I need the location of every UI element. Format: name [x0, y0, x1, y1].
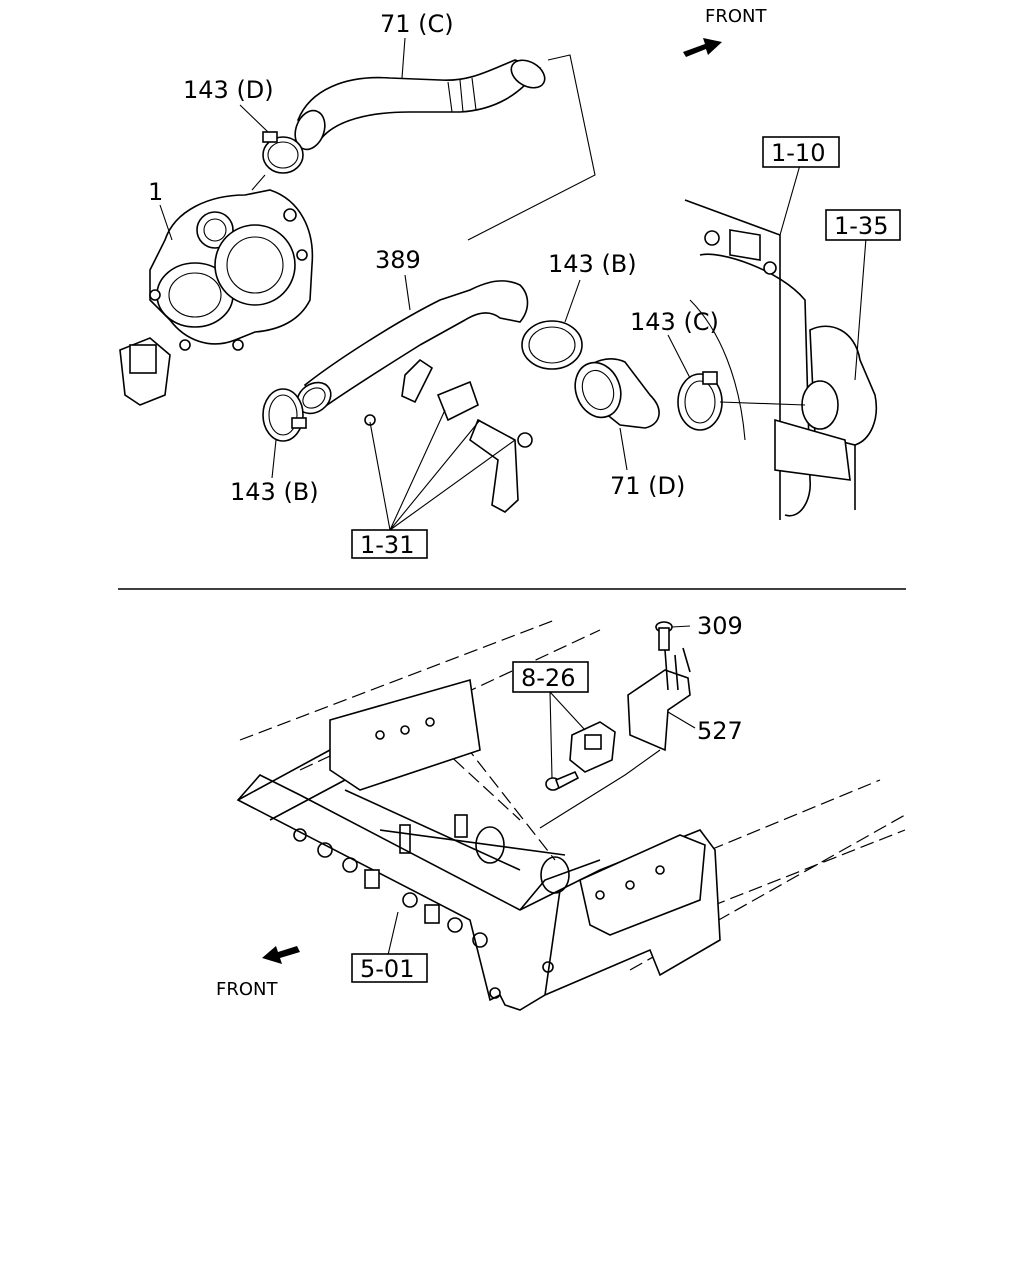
- front-label-top: FRONT: [705, 6, 767, 27]
- crossmember: [236, 678, 721, 1011]
- ref-box-5-01: [351, 953, 428, 983]
- clamp-143d: [262, 131, 304, 174]
- sensor-bracket-527: [569, 647, 691, 773]
- label-ref-1-35: 1-35: [834, 212, 888, 240]
- clamp-143b-left: [262, 388, 307, 442]
- label-143b-top: 143 (B): [548, 250, 637, 278]
- radiator-assembly: [684, 199, 877, 520]
- label-71c: 71 (C): [380, 10, 454, 38]
- label-1: 1: [148, 178, 163, 206]
- bolt-8-26: [545, 770, 580, 791]
- label-143d: 143 (D): [183, 76, 274, 104]
- front-arrow-icon: [683, 38, 722, 57]
- ref-box-1-35: [825, 209, 901, 241]
- label-527: 527: [697, 717, 743, 745]
- label-309: 309: [697, 612, 743, 640]
- pipe-389: [296, 280, 533, 513]
- ref-box-1-31: [351, 529, 428, 559]
- label-71d: 71 (D): [610, 472, 685, 500]
- label-ref-8-26: 8-26: [521, 664, 575, 692]
- ref-box-1-10: [762, 136, 840, 168]
- front-arrow-bottom-icon: [262, 946, 300, 964]
- hose-71c: [294, 59, 546, 151]
- leader-lines-top: [159, 37, 867, 531]
- hose-71d: [574, 358, 660, 429]
- label-389: 389: [375, 246, 421, 274]
- label-143b-bottom: 143 (B): [230, 478, 319, 506]
- label-143c: 143 (C): [630, 308, 719, 336]
- clamp-143b-right: [521, 320, 583, 370]
- bolt-309: [655, 621, 673, 651]
- clamp-143c: [677, 371, 723, 431]
- leader-lines-bottom: [387, 625, 696, 956]
- ref-box-8-26: [512, 661, 589, 693]
- label-ref-1-31: 1-31: [360, 531, 414, 559]
- label-ref-5-01: 5-01: [360, 955, 414, 983]
- label-ref-1-10: 1-10: [771, 139, 825, 167]
- turbocharger: [119, 189, 314, 406]
- front-label-bottom: FRONT: [216, 979, 278, 1000]
